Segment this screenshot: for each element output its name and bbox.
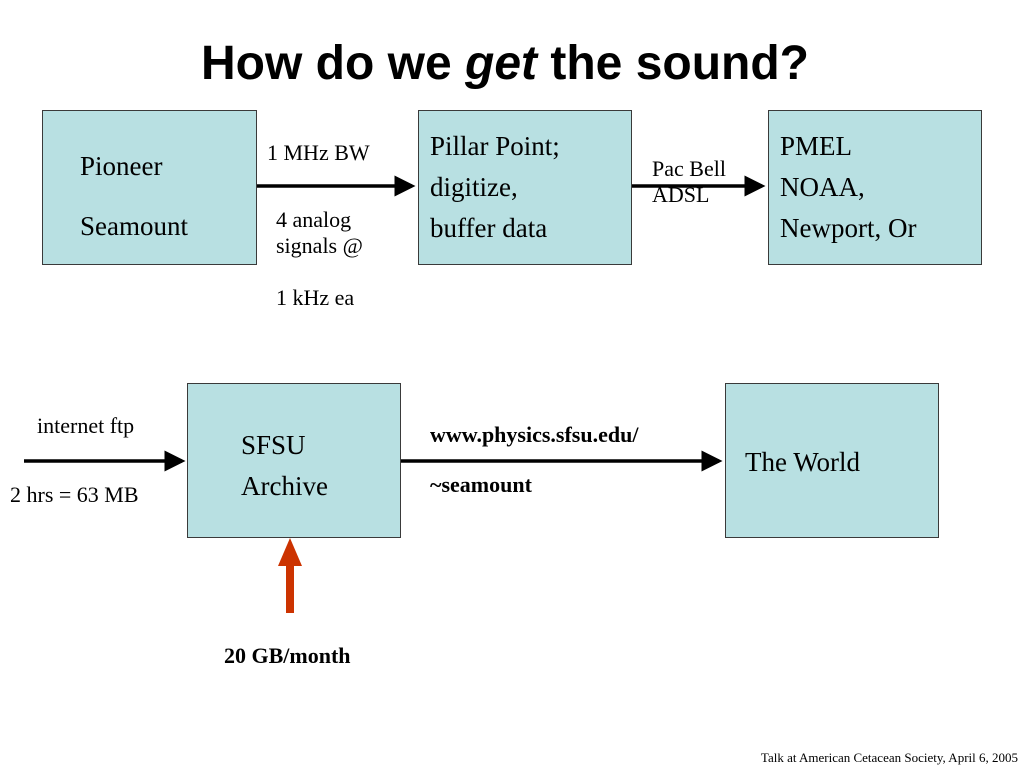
pac-bell-adsl-label: Pac Bell ADSL [652, 156, 726, 208]
ftp-size-label: 2 hrs = 63 MB [10, 482, 139, 507]
pac-bell-line-1: Pac Bell [652, 156, 726, 181]
pmel-line-1: PMEL [780, 131, 853, 161]
title-text-after: the sound? [537, 37, 809, 90]
the-world-label: The World [745, 447, 861, 477]
sfsu-line-1: SFSU [241, 430, 306, 460]
title-text-before: How do we [201, 37, 466, 90]
pillar-line-1: Pillar Point; [430, 131, 560, 161]
slide-footer: Talk at American Cetacean Society, April… [760, 750, 1018, 765]
internet-ftp-label: internet ftp [37, 413, 135, 438]
pmel-noaa-box [768, 110, 982, 265]
bandwidth-label: 1 MHz BW [267, 140, 370, 165]
analog-signals-label: 4 analog signals @ 1 kHz ea [276, 207, 363, 311]
pillar-line-3: buffer data [430, 213, 548, 243]
pmel-label: PMEL NOAA, Newport, Or [780, 126, 916, 249]
pac-bell-line-2: ADSL [652, 182, 710, 207]
pillar-line-2: digitize, [430, 172, 518, 202]
analog-line-1: 4 analog [276, 207, 352, 232]
pmel-line-3: Newport, Or [780, 213, 917, 243]
analog-line-2: signals @ [276, 233, 363, 258]
the-world-box [725, 383, 939, 538]
analog-line-3: 1 kHz ea [276, 285, 355, 310]
sfsu-archive-label: SFSU Archive [241, 425, 328, 507]
slide-title: How do we get the sound? [0, 34, 1010, 94]
url-line-1: www.physics.sfsu.edu/ [430, 422, 639, 447]
pmel-line-2: NOAA, [780, 172, 865, 202]
pillar-point-box [418, 110, 632, 265]
pioneer-line-2: Seamount [80, 211, 188, 241]
title-text-emphasis: get [465, 37, 538, 90]
url-line-2: ~seamount [430, 472, 532, 497]
monthly-rate-label: 20 GB/month [224, 643, 351, 668]
pioneer-label: Pioneer Seamount [80, 136, 188, 256]
website-url-label: www.physics.sfsu.edu/ ~seamount [430, 422, 638, 498]
pioneer-seamount-box [42, 110, 257, 265]
pioneer-line-1: Pioneer [80, 151, 163, 181]
red-arrow-into-archive [278, 538, 302, 613]
sfsu-archive-box [187, 383, 401, 538]
sfsu-line-2: Archive [241, 471, 328, 501]
pillar-point-label: Pillar Point; digitize, buffer data [430, 126, 560, 249]
